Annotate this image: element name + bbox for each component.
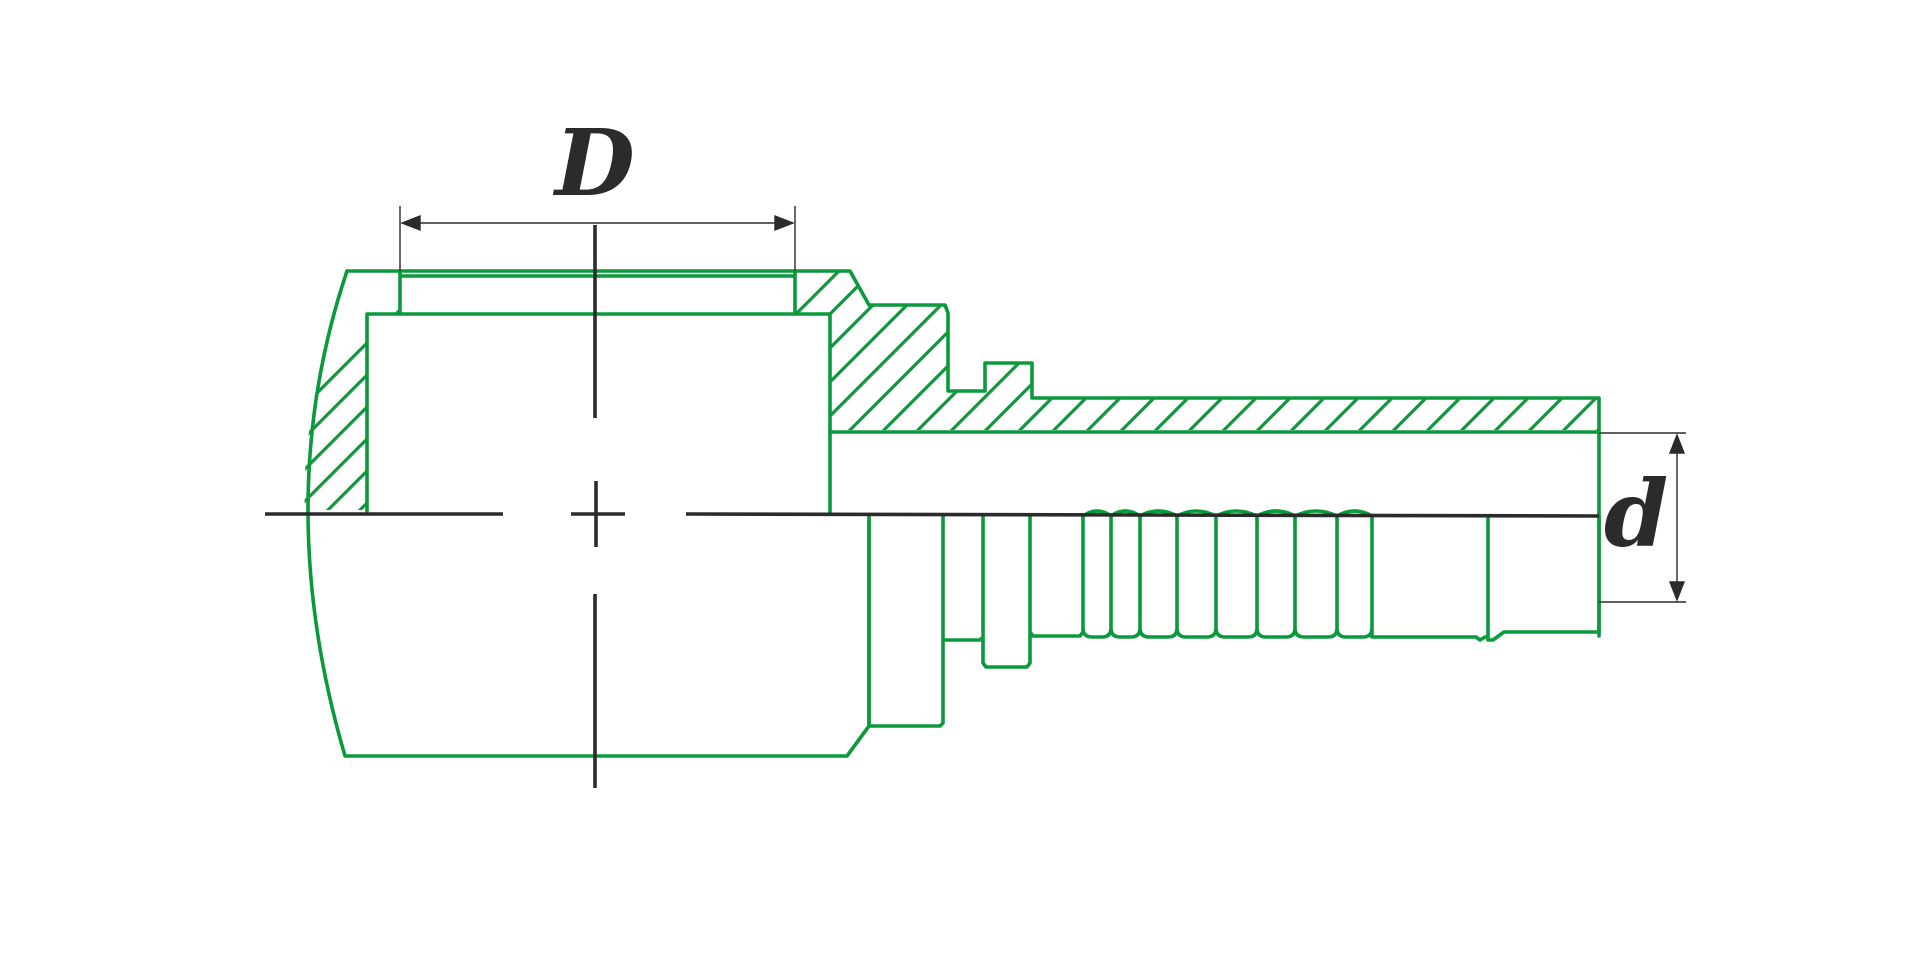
hatch-line xyxy=(1366,271,1580,430)
hatch-line xyxy=(1230,271,1444,430)
label-D: D xyxy=(552,109,635,217)
hatch-line xyxy=(304,332,400,510)
hatch-line xyxy=(1468,271,1599,430)
axis-line-right xyxy=(685,512,1600,518)
hatch-line xyxy=(1434,271,1599,430)
hatch-line xyxy=(890,271,1104,430)
hatch-line xyxy=(304,396,400,510)
hatch-line xyxy=(1026,271,1240,430)
hatch-line xyxy=(795,271,962,430)
hatch-line xyxy=(304,364,400,510)
arrowhead-left xyxy=(400,214,421,232)
hatch-line xyxy=(1502,271,1599,430)
hatch-line xyxy=(240,526,440,726)
hatch-line xyxy=(1570,271,1599,430)
hatch-line xyxy=(1128,271,1342,430)
hatch-line xyxy=(1332,271,1546,430)
banjo-outer-outline xyxy=(345,269,1601,638)
hatch-line xyxy=(1162,271,1376,430)
dimension-d xyxy=(1599,432,1686,603)
serration-crests xyxy=(1081,509,1374,518)
hatch-line xyxy=(1264,271,1478,430)
hatch-line xyxy=(856,271,1070,430)
hatch-line xyxy=(795,271,922,400)
label-d: d xyxy=(1604,460,1668,568)
hatch-line xyxy=(992,271,1206,430)
hatch-line xyxy=(304,460,400,510)
arrowhead-right xyxy=(774,214,795,232)
hatch-line xyxy=(304,271,400,472)
banjo-bore xyxy=(365,312,832,514)
hatch-line xyxy=(304,300,400,504)
arrowhead-top xyxy=(1668,433,1686,454)
hatch-line xyxy=(304,492,400,510)
hatch-line xyxy=(1536,271,1599,430)
part-outline xyxy=(306,269,1601,758)
dimension-D xyxy=(399,206,796,271)
top-groove xyxy=(398,269,797,316)
banjo-left-curve xyxy=(306,269,871,758)
hatch-left-wall xyxy=(240,271,440,726)
hatch-line xyxy=(1094,271,1308,430)
hatch-line xyxy=(795,271,1002,430)
lower-tail-outline xyxy=(867,514,1601,728)
hatch-line xyxy=(1298,271,1512,430)
hatch-line xyxy=(924,271,1138,430)
hatch-line xyxy=(1196,271,1410,430)
hatch-line xyxy=(958,271,1172,430)
hatch-line xyxy=(304,428,400,510)
hatch-body-tail xyxy=(795,271,1599,430)
hatch-line xyxy=(1060,271,1274,430)
hatch-line xyxy=(1400,271,1599,430)
center-lines xyxy=(265,225,1600,788)
arrowhead-bottom xyxy=(1668,581,1686,602)
